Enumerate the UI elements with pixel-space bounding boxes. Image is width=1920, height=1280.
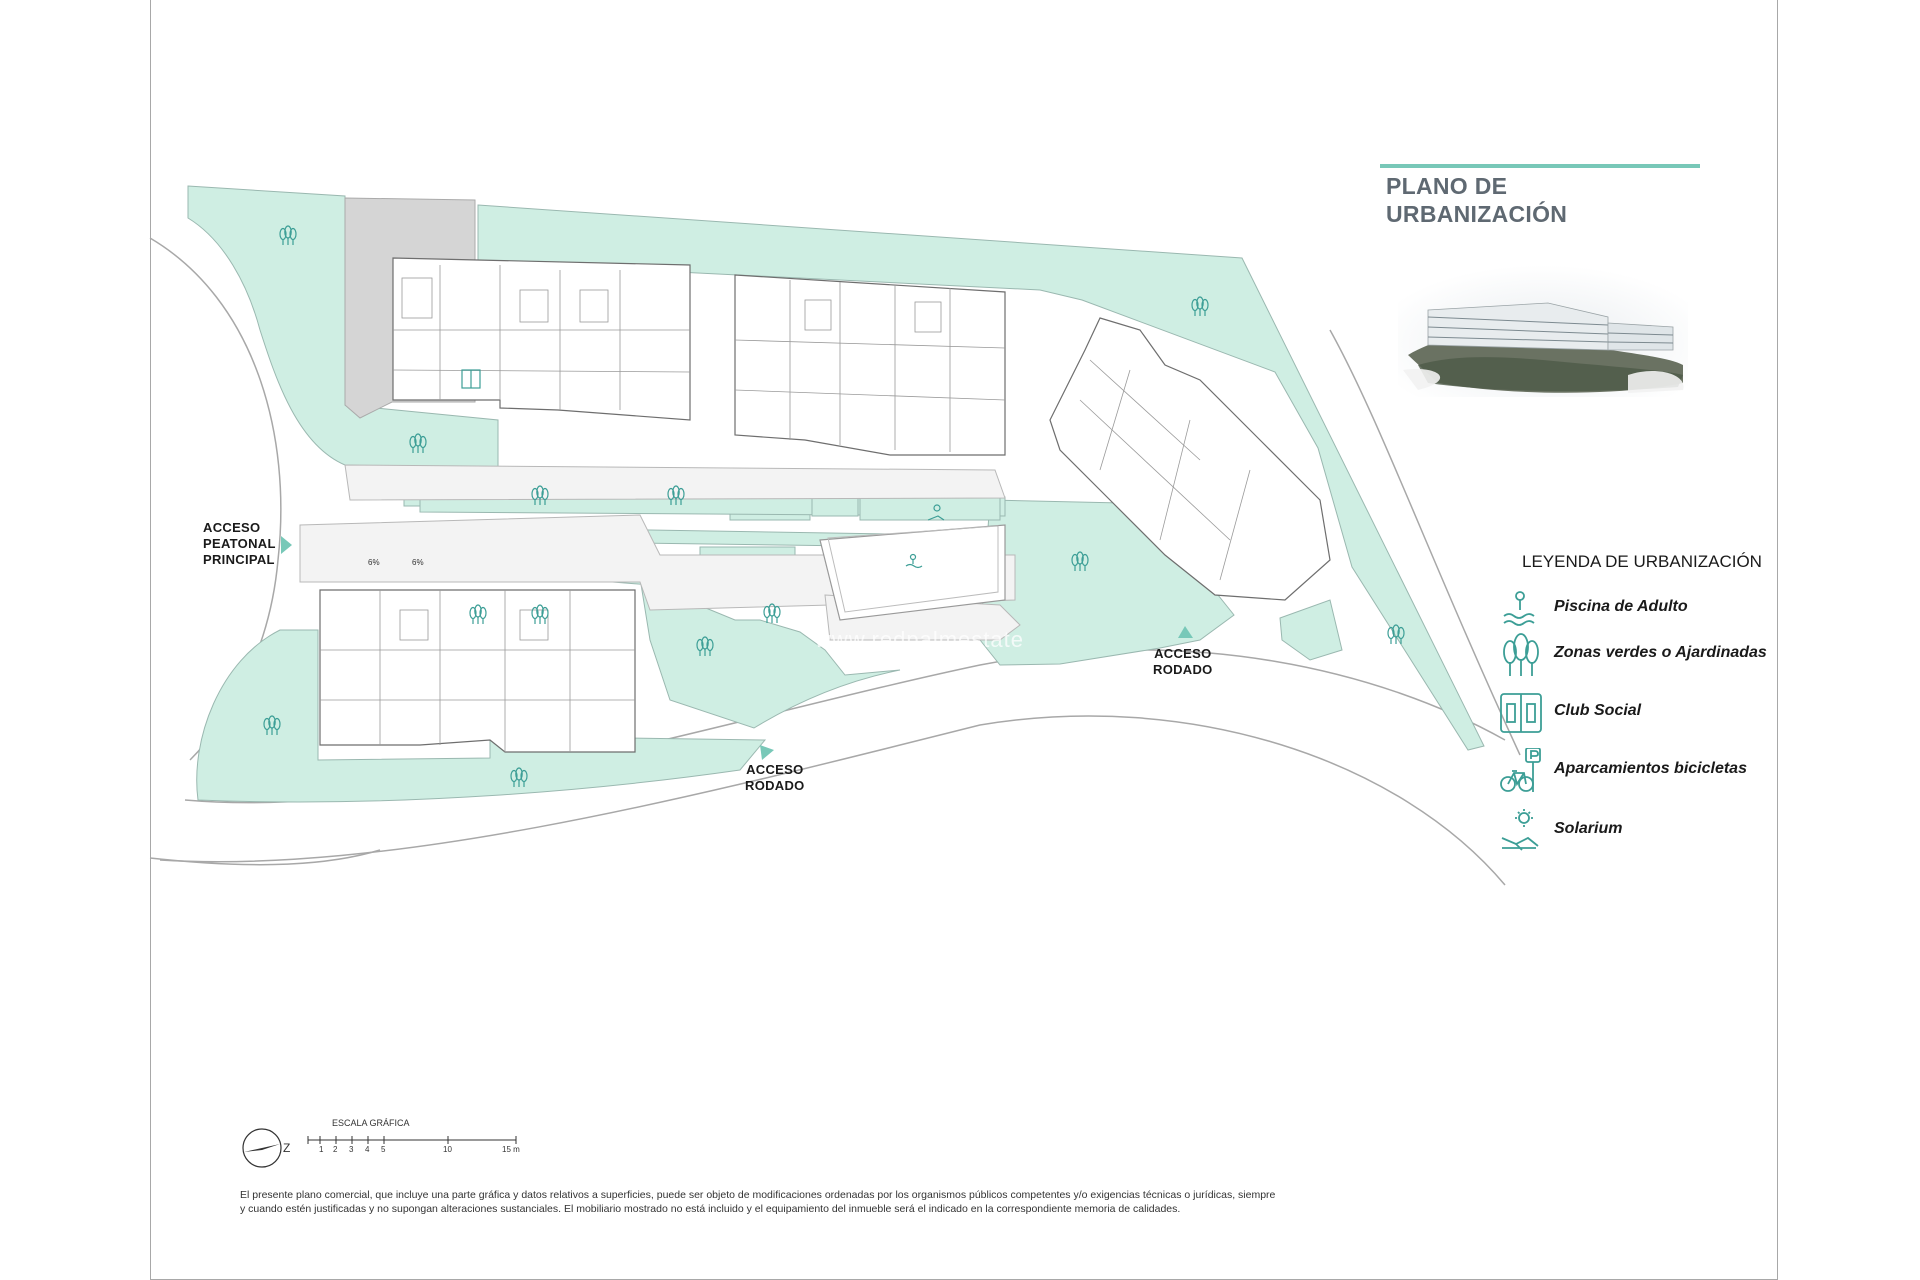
building-partitions (320, 265, 1251, 752)
scale-tick: 1 (319, 1145, 324, 1154)
north-arrow: Z (242, 1128, 290, 1168)
access-pedestrian-label: ACCESO PEATONAL PRINCIPAL (203, 520, 276, 567)
legend-item-club: Club Social (1498, 690, 1798, 736)
legend-item-solarium: Solarium (1498, 808, 1798, 854)
access-pedestrian-arrow (281, 536, 292, 554)
title-line-2: URBANIZACIÓN (1386, 201, 1568, 227)
legend-label: Zonas verdes o Ajardinadas (1554, 644, 1767, 661)
legend-label: Solarium (1554, 820, 1623, 837)
legend-item-bike: Aparcamientos bicicletas (1498, 748, 1798, 794)
legend-heading: LEYENDA DE URBANIZACIÓN (1522, 552, 1762, 571)
legend-label: Club Social (1554, 702, 1642, 719)
scale-tick: 2 (333, 1145, 338, 1154)
scale-tick: 15 m (502, 1145, 520, 1154)
slope-label: 6% (412, 558, 424, 567)
legend-item-pool: Piscina de Adulto (1498, 586, 1798, 632)
building-render-image (1398, 265, 1688, 397)
disclaimer-text: El presente plano comercial, que incluye… (240, 1189, 1276, 1215)
scale-tick: 3 (349, 1145, 354, 1154)
trees-icon (1503, 633, 1539, 676)
watermark: www.redpalmestate (815, 627, 1024, 652)
scale-tick: 10 (443, 1145, 452, 1154)
access-vehicle-right-label: ACCESO RODADO (1153, 646, 1213, 677)
legend-label: Aparcamientos bicicletas (1554, 760, 1747, 777)
north-arrow-letter: Z (283, 1141, 290, 1155)
title-line-1: PLANO DE (1386, 173, 1508, 199)
access-markers (281, 536, 1193, 760)
access-vehicle-center-arrow (760, 745, 774, 760)
club-social-map-icon (461, 369, 481, 389)
scale-tick: 5 (381, 1145, 386, 1154)
bicycle-parking-icon (1500, 748, 1541, 792)
slope-label: 6% (368, 558, 380, 567)
legend-label: Piscina de Adulto (1554, 598, 1688, 615)
title-accent-bar (1380, 164, 1700, 168)
pool-map-icon (905, 553, 923, 569)
scale-tick: 4 (365, 1145, 370, 1154)
pool-icon (1503, 591, 1535, 626)
building-blocks (319, 257, 1331, 753)
scale-bar (307, 1136, 517, 1144)
page-title: PLANO DE URBANIZACIÓN (1386, 172, 1567, 228)
solarium-icon (1501, 809, 1539, 851)
access-vehicle-center-label: ACCESO RODADO (745, 762, 805, 793)
scale-title: ESCALA GRÁFICA (332, 1118, 410, 1128)
pool-area (819, 524, 1006, 621)
access-vehicle-right-arrow (1178, 626, 1193, 638)
club-social-icon (1500, 693, 1542, 733)
legend-item-green: Zonas verdes o Ajardinadas (1498, 632, 1798, 678)
solarium-map-icon (927, 504, 945, 521)
